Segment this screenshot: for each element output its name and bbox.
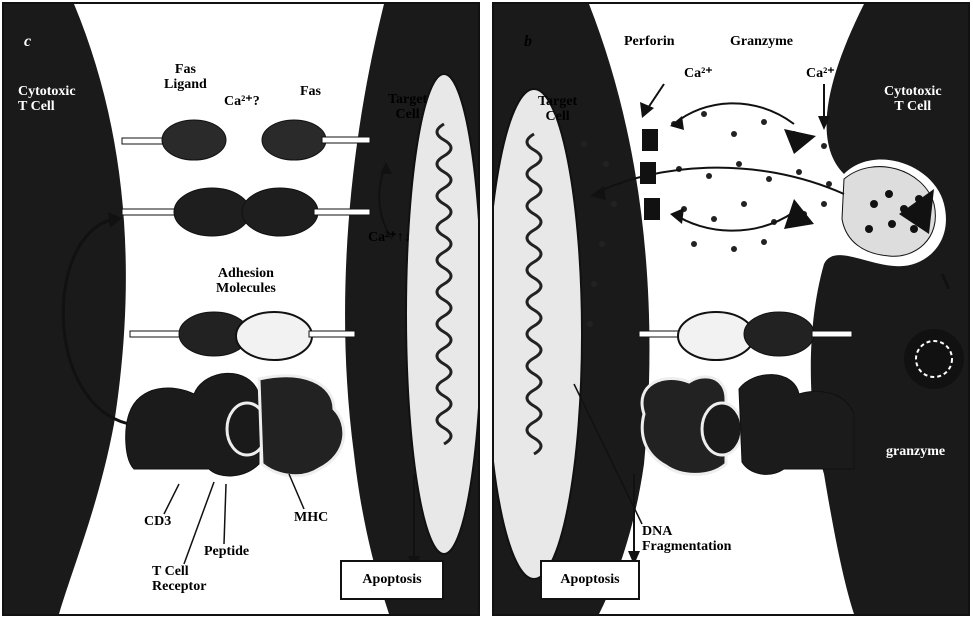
ca-question-label: Ca²⁺? bbox=[224, 94, 260, 109]
fas-ligand-label: Fas Ligand bbox=[164, 62, 207, 92]
panel-letter: b bbox=[524, 34, 532, 49]
mhc-label: MHC bbox=[294, 510, 328, 525]
cytotoxic-t-cell-label: Cytotoxic T Cell bbox=[18, 84, 76, 114]
ca-right-label: Ca²⁺ bbox=[806, 66, 835, 81]
target-cell-label: Target Cell bbox=[538, 94, 577, 124]
adhesion-molecule-left bbox=[678, 312, 754, 360]
dna-fragmentation-label: DNA Fragmentation bbox=[642, 524, 731, 554]
fas-ligand-bound bbox=[174, 188, 250, 236]
fas-bound bbox=[242, 188, 318, 236]
cytotoxic-t-cell-label: Cytotoxic T Cell bbox=[884, 84, 942, 114]
fas-label: Fas bbox=[300, 84, 321, 99]
t-cell-receptor-label: T Cell Receptor bbox=[152, 564, 206, 594]
adhesion-molecule-right bbox=[744, 312, 814, 356]
fas-receptor-shape bbox=[262, 120, 326, 160]
panel-perforin-pathway: b Perforin Granzyme Ca²⁺ Ca²⁺ Target Cel… bbox=[492, 2, 970, 616]
target-cell-label: Target Cell bbox=[388, 92, 427, 122]
apoptosis-label: Apoptosis bbox=[560, 572, 619, 588]
adhesion-molecule-right bbox=[236, 312, 312, 360]
adhesion-molecules-label: Adhesion Molecules bbox=[216, 266, 276, 296]
cd3-label: CD3 bbox=[144, 514, 171, 529]
panel-letter: c bbox=[24, 34, 31, 49]
granule-small bbox=[904, 329, 964, 389]
fas-ligand-shape bbox=[162, 120, 226, 160]
perforin-label: Perforin bbox=[624, 34, 675, 49]
panel-fas-pathway: c Cytotoxic T Cell Fas Ligand Ca²⁺? Fas … bbox=[2, 2, 480, 616]
target-nucleus bbox=[406, 74, 478, 554]
ca-increase-label: Ca²⁺↑↓ bbox=[368, 230, 411, 245]
ca-left-label: Ca²⁺ bbox=[684, 66, 713, 81]
apoptosis-label: Apoptosis bbox=[362, 572, 421, 588]
peptide-shape bbox=[702, 403, 742, 455]
apoptosis-box: Apoptosis bbox=[540, 560, 640, 600]
apoptosis-box: Apoptosis bbox=[340, 560, 444, 600]
granzyme-side-label: granzyme bbox=[886, 444, 945, 459]
granzyme-label: Granzyme bbox=[730, 34, 793, 49]
mhc-shape bbox=[259, 376, 344, 476]
peptide-label: Peptide bbox=[204, 544, 249, 559]
